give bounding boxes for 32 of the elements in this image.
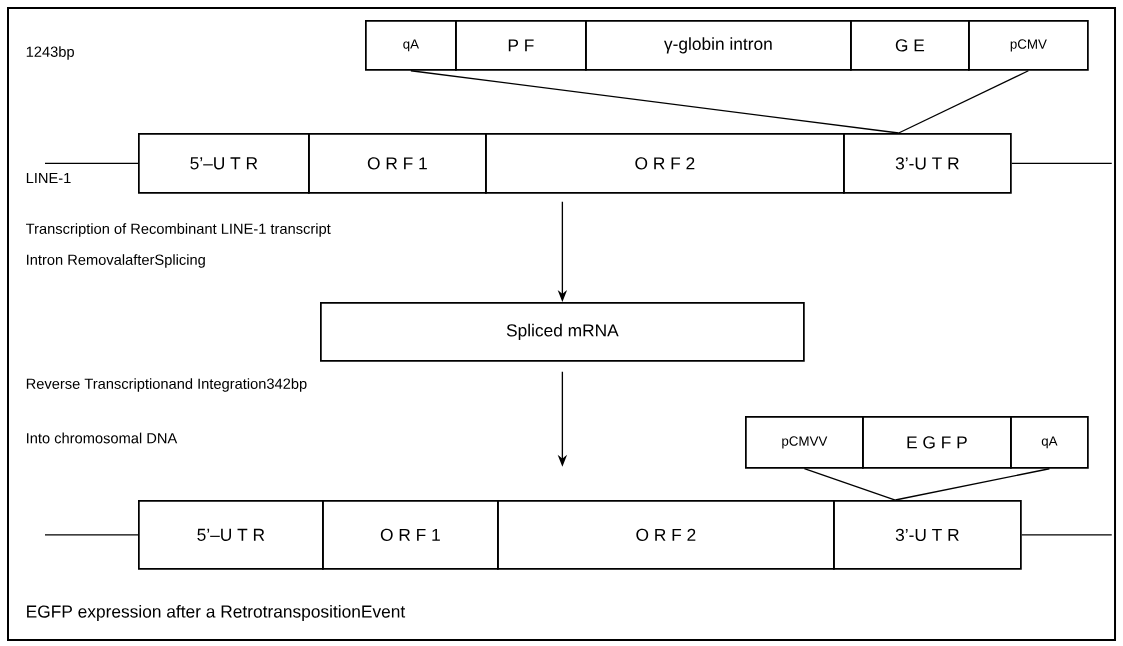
segment-box: qA [1010,416,1089,469]
label: Transcription of Recombinant LINE-1 transcript [26,223,331,237]
dna-line [1011,162,1113,165]
segment-box: O R F 1 [308,133,487,194]
label: EGFP expression after a RetrotranspositionEvent [27,604,406,622]
segment-box: G E [850,20,970,71]
segment-box: O R F 1 [322,500,499,570]
process-box: Spliced mRNA [320,302,805,362]
segment-box: 3’-U T R [843,133,1012,194]
dna-line [44,534,139,536]
segment-box: pCMVV [745,416,864,469]
dna-line [44,162,139,165]
segment-box: 5’–U T R [138,500,324,570]
label: Reverse Transcriptionand Integration342bp [26,378,307,392]
insertion-line [410,70,900,134]
segment-box: O R F 2 [497,500,835,570]
segment-box: pCMV [968,20,1089,71]
label: 1243bp [26,46,74,60]
insertion-line [894,468,1051,501]
segment-box: P F [455,20,587,71]
segment-box: 3’-U T R [833,500,1022,570]
label: Intron RemovalafterSplicing [27,254,205,268]
segment-box: O R F 2 [485,133,845,194]
dna-line [1021,534,1113,536]
insertion-line [898,70,1030,134]
label: Into chromosomal DNA [27,432,178,444]
segment-box: E G F P [862,416,1012,469]
segment-box: qA [365,20,457,71]
segment-box: 5’–U T R [138,133,310,194]
insertion-line [803,468,896,501]
segment-box: γ-globin intron [585,20,852,71]
label: LINE-1 [26,172,71,184]
